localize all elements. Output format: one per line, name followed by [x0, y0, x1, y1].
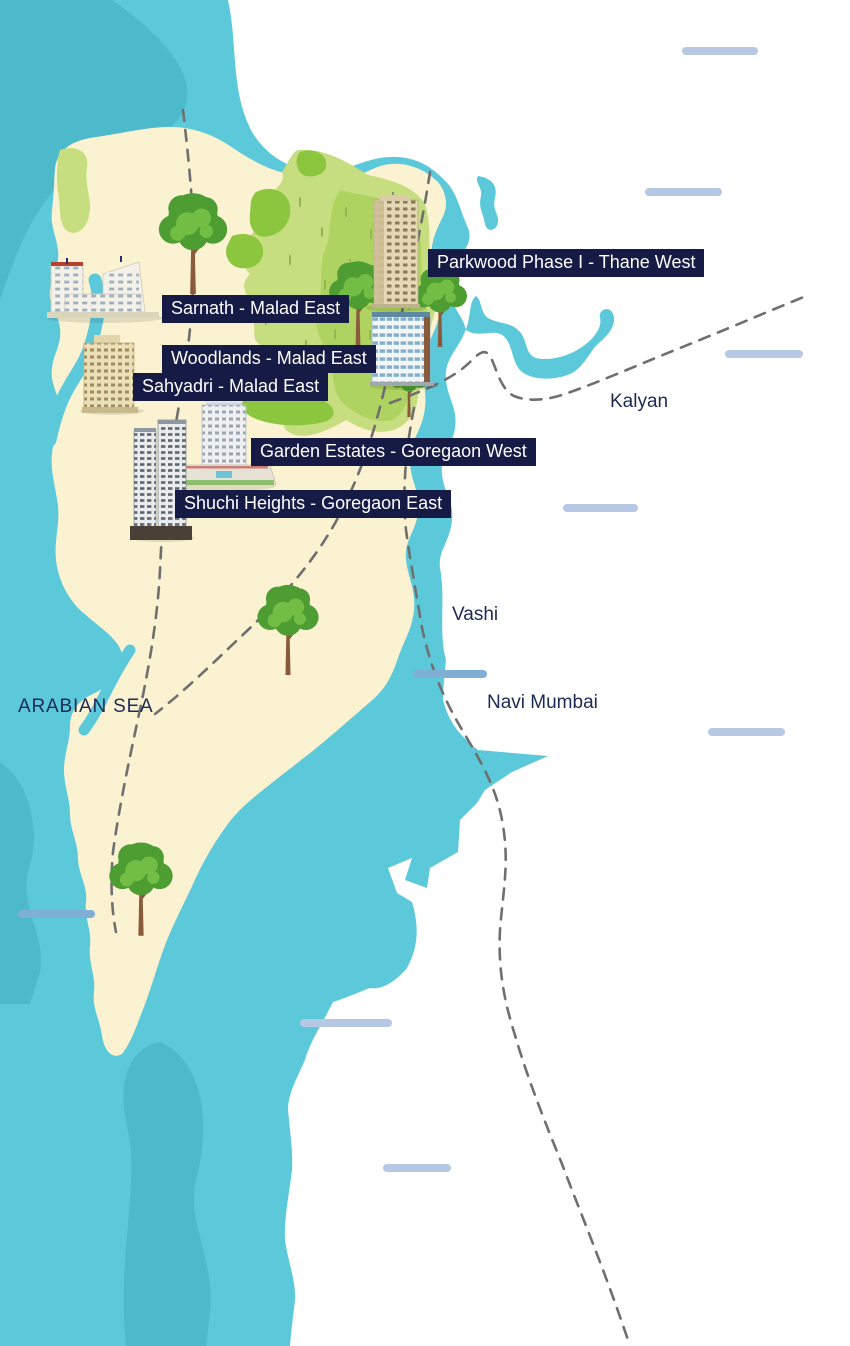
- dashed-road-kalyan: [388, 294, 808, 405]
- water-dash-mark: [682, 47, 758, 55]
- water-dash-mark: [725, 350, 803, 358]
- sea-depth-patches: [0, 0, 211, 1346]
- building-marker-woodlands[interactable]: [370, 312, 438, 390]
- property-label-parkwood[interactable]: Parkwood Phase I - Thane West: [428, 249, 705, 277]
- water-dash-mark: [413, 670, 487, 678]
- water-dash-mark: [645, 188, 722, 196]
- dashed-road-southeast: [403, 406, 632, 1346]
- building-marker-shuchi-heights[interactable]: [130, 419, 194, 542]
- building-marker-sarnath[interactable]: [47, 256, 163, 323]
- building-marker-parkwood[interactable]: [366, 192, 426, 312]
- water-dash-mark: [300, 1019, 392, 1027]
- creek-fork-shape: [476, 176, 499, 230]
- property-label-shuchi-heights[interactable]: Shuchi Heights - Goregaon East: [175, 490, 452, 518]
- place-label-kalyan: Kalyan: [610, 391, 669, 412]
- water-dash-mark: [18, 910, 95, 918]
- place-label-arabian-sea: ARABIAN SEA: [18, 696, 154, 717]
- property-label-garden-estates[interactable]: Garden Estates - Goregaon West: [251, 438, 536, 466]
- building-marker-sahyadri[interactable]: [80, 335, 144, 415]
- property-label-sahyadri[interactable]: Sahyadri - Malad East: [133, 373, 329, 401]
- water-dash-mark: [383, 1164, 451, 1172]
- water-dash-mark: [563, 504, 638, 512]
- property-label-sarnath[interactable]: Sarnath - Malad East: [162, 295, 350, 323]
- place-label-navi-mumbai: Navi Mumbai: [487, 692, 598, 713]
- property-label-woodlands[interactable]: Woodlands - Malad East: [162, 345, 376, 373]
- building-markers: [47, 192, 438, 542]
- building-marker-garden-estates[interactable]: [171, 402, 277, 491]
- mahim-creek: [78, 644, 136, 736]
- water-dash-marks: [18, 47, 803, 1172]
- water-dash-mark: [708, 728, 785, 736]
- place-label-vashi: Vashi: [452, 604, 499, 625]
